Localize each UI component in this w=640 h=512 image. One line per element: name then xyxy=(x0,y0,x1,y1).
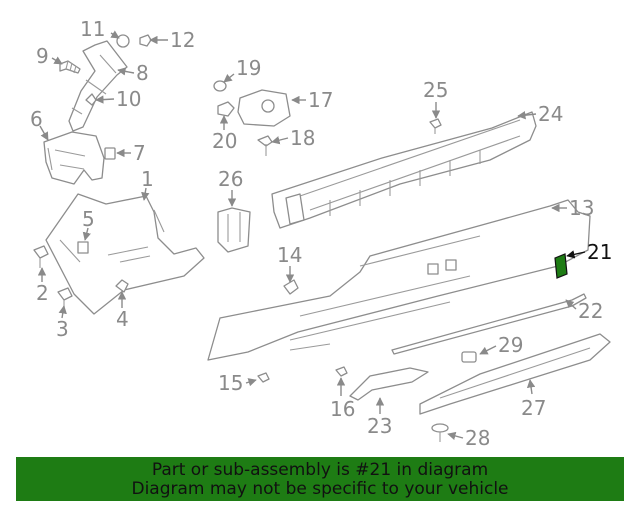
callout-4: 4 xyxy=(116,307,129,331)
callout-26: 26 xyxy=(218,167,243,191)
callout-2: 2 xyxy=(36,281,49,305)
part-24-impact-bar xyxy=(271,111,537,229)
callout-14: 14 xyxy=(277,243,302,267)
callout-13: 13 xyxy=(569,196,594,220)
callout-29: 29 xyxy=(498,333,523,357)
part-21-bracket-highlighted xyxy=(554,253,568,279)
callout-19: 19 xyxy=(236,56,261,80)
callout-10: 10 xyxy=(116,87,141,111)
callout-17: 17 xyxy=(308,88,333,112)
callout-15: 15 xyxy=(218,371,243,395)
part-15-bolt xyxy=(257,372,270,383)
callout-1: 1 xyxy=(141,167,154,191)
part-27-diffuser xyxy=(419,333,611,415)
parts-diagram: 11 12 9 8 10 6 7 1 5 2 3 4 19 20 17 18 2… xyxy=(30,17,612,450)
callout-7: 7 xyxy=(133,141,146,165)
callout-18: 18 xyxy=(290,126,315,150)
callout-28: 28 xyxy=(465,426,490,450)
callout-16: 16 xyxy=(330,397,355,421)
callout-labels: 11 12 9 8 10 6 7 1 5 2 3 4 19 20 17 18 2… xyxy=(30,17,612,450)
callout-8: 8 xyxy=(136,61,149,85)
part-3-bolt xyxy=(57,287,73,308)
part-1-fascia-side xyxy=(45,193,205,315)
part-6-bracket xyxy=(43,131,105,185)
part-7-clip xyxy=(104,147,116,160)
callout-12: 12 xyxy=(170,28,195,52)
part-fascia-main xyxy=(207,199,591,361)
part-25-screw xyxy=(429,118,442,134)
callout-3: 3 xyxy=(56,317,69,341)
callout-21: 21 xyxy=(587,240,612,264)
callout-11: 11 xyxy=(80,17,105,41)
leader-lines xyxy=(37,30,586,441)
callout-22: 22 xyxy=(578,299,603,323)
part-26-bracket xyxy=(217,207,251,253)
part-28-pin xyxy=(431,423,449,442)
part-8-bracket xyxy=(68,40,128,132)
callout-9: 9 xyxy=(36,44,49,68)
part-20-clip xyxy=(217,101,235,117)
part-18-screw xyxy=(257,135,273,156)
part-11-cap xyxy=(116,34,130,48)
callout-24: 24 xyxy=(538,102,563,126)
callout-23: 23 xyxy=(367,414,392,438)
part-14-clip xyxy=(283,279,299,295)
callout-5: 5 xyxy=(82,207,95,231)
callout-27: 27 xyxy=(521,396,546,420)
callout-25: 25 xyxy=(423,78,448,102)
part-17-bracket xyxy=(237,89,291,127)
part-29-clip xyxy=(461,351,477,363)
part-12-clip xyxy=(139,34,152,47)
part-9-bolt xyxy=(59,60,81,74)
callout-20: 20 xyxy=(212,129,237,153)
part-5-clip xyxy=(77,241,89,254)
part-2-bolt xyxy=(33,245,49,268)
callout-6: 6 xyxy=(30,107,43,131)
footer-line-2: Diagram may not be specific to your vehi… xyxy=(131,479,509,499)
part-4-clip xyxy=(115,279,129,293)
footer-line-1: Part or sub-assembly is #21 in diagram xyxy=(151,460,489,480)
part-22-trim-strip xyxy=(391,293,587,355)
part-19-grommet xyxy=(213,80,227,92)
part-16-bolt xyxy=(335,366,348,377)
part-23-trim xyxy=(349,367,429,401)
footer-banner: Part or sub-assembly is #21 in diagram D… xyxy=(16,457,624,501)
